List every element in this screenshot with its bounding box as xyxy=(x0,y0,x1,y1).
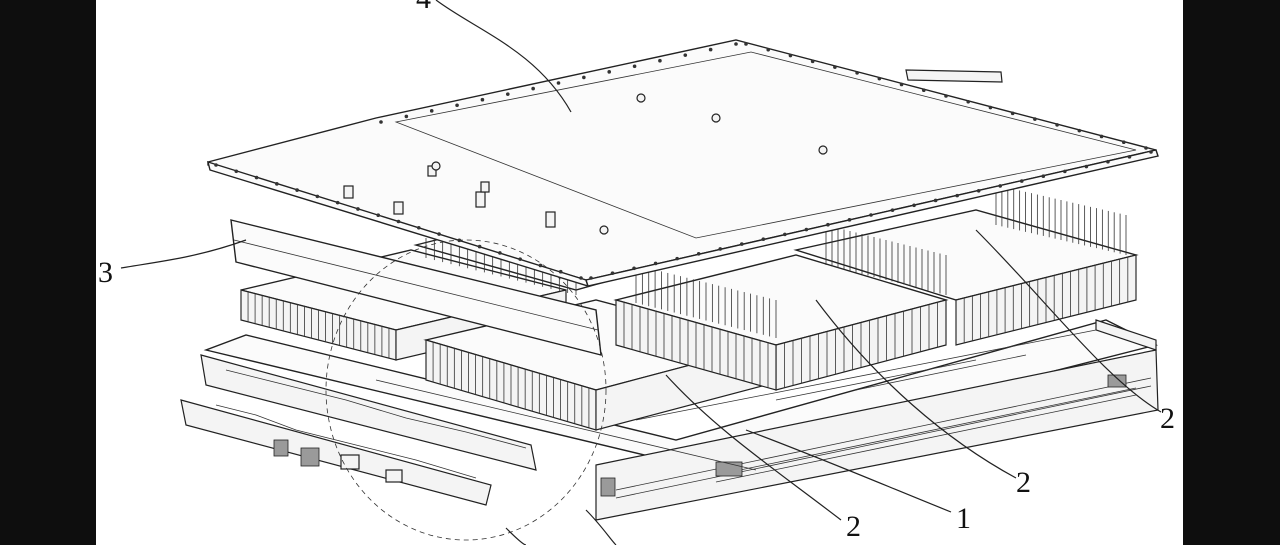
bolt xyxy=(632,266,636,271)
bolt xyxy=(933,198,938,203)
cell-stripes xyxy=(240,255,1137,430)
cover-bosses xyxy=(343,93,828,235)
bolt xyxy=(998,184,1003,188)
bolt xyxy=(1063,169,1067,174)
bolt xyxy=(379,120,383,124)
bolt xyxy=(376,213,381,218)
bolt xyxy=(833,65,837,69)
bolt xyxy=(1019,179,1024,183)
bolt xyxy=(955,193,959,198)
bolt xyxy=(744,42,748,46)
bolt xyxy=(531,86,535,91)
bolt xyxy=(869,213,873,217)
bolt xyxy=(1033,117,1037,121)
bolt xyxy=(921,88,926,93)
bolt xyxy=(610,271,615,275)
detail-circle xyxy=(325,239,607,541)
bolt xyxy=(295,188,299,192)
bolt xyxy=(589,276,593,280)
bolt xyxy=(675,256,679,261)
bolt xyxy=(579,276,583,280)
bolt xyxy=(718,247,723,251)
bolt xyxy=(437,232,441,236)
bolt xyxy=(890,208,895,212)
bolt xyxy=(556,81,561,85)
bolt xyxy=(254,175,259,180)
bolt xyxy=(1055,123,1059,127)
bolt xyxy=(810,59,815,64)
bolt xyxy=(518,257,522,261)
bolt xyxy=(275,182,279,186)
bolt xyxy=(632,64,637,69)
patent-drawing: 4 3 2 2 2 1 xyxy=(96,0,1183,545)
bolt xyxy=(855,71,859,75)
bolt xyxy=(847,218,852,222)
separator-fins xyxy=(425,185,1127,338)
bolt xyxy=(429,109,434,113)
bolt xyxy=(696,251,701,256)
bolt xyxy=(788,53,793,58)
bolt xyxy=(1099,134,1104,139)
bolt xyxy=(480,97,485,102)
battery-pack-exploded-view: 4 3 2 2 2 1 xyxy=(98,0,1175,545)
bolt xyxy=(396,219,401,224)
bolt xyxy=(683,53,688,57)
tray-housing xyxy=(180,319,1159,521)
bolt xyxy=(538,263,543,268)
bolt xyxy=(1084,164,1089,169)
bolt xyxy=(1041,174,1046,179)
bolt xyxy=(356,207,360,211)
bolt xyxy=(455,103,459,108)
bolt xyxy=(976,188,981,193)
bolt xyxy=(761,237,766,242)
bolt xyxy=(1106,159,1110,164)
label-side-plate: 3 xyxy=(98,256,113,289)
bolt xyxy=(944,94,948,98)
bolt xyxy=(804,227,809,232)
top-cover xyxy=(207,39,1159,288)
bolt xyxy=(966,99,971,104)
bolt xyxy=(315,194,320,199)
bolt xyxy=(877,76,882,81)
bolt xyxy=(416,225,421,230)
bolt xyxy=(404,114,409,119)
bolt xyxy=(1127,155,1132,159)
bolt xyxy=(653,261,658,266)
bolt xyxy=(1144,146,1148,150)
bolt xyxy=(498,251,502,255)
bolt xyxy=(988,105,993,110)
bolt xyxy=(739,242,744,246)
bolt xyxy=(1121,140,1126,145)
bolt xyxy=(558,269,563,274)
bolt xyxy=(214,163,218,167)
label-module-rear: 2 xyxy=(1160,402,1175,435)
bolt xyxy=(1149,150,1153,154)
bolt xyxy=(783,232,787,237)
bolt xyxy=(734,42,738,46)
label-cover: 4 xyxy=(416,0,431,15)
bolt xyxy=(1077,128,1082,133)
side-plate xyxy=(230,219,602,356)
bolt xyxy=(582,75,586,80)
bolt xyxy=(826,222,830,227)
bolt xyxy=(477,244,482,249)
label-tray: 1 xyxy=(956,502,971,535)
bolt xyxy=(234,169,239,174)
bolt xyxy=(766,47,771,52)
bolt xyxy=(505,92,510,96)
bolt xyxy=(1010,111,1015,116)
label-module-middle: 2 xyxy=(1016,466,1031,499)
label-module-front: 2 xyxy=(846,510,861,543)
bolt xyxy=(335,200,340,205)
bolt xyxy=(899,82,904,87)
cover-bolts xyxy=(214,42,1153,280)
bolt xyxy=(912,203,916,208)
bolt xyxy=(708,47,713,52)
bolt xyxy=(658,58,662,63)
bolt xyxy=(607,70,612,74)
